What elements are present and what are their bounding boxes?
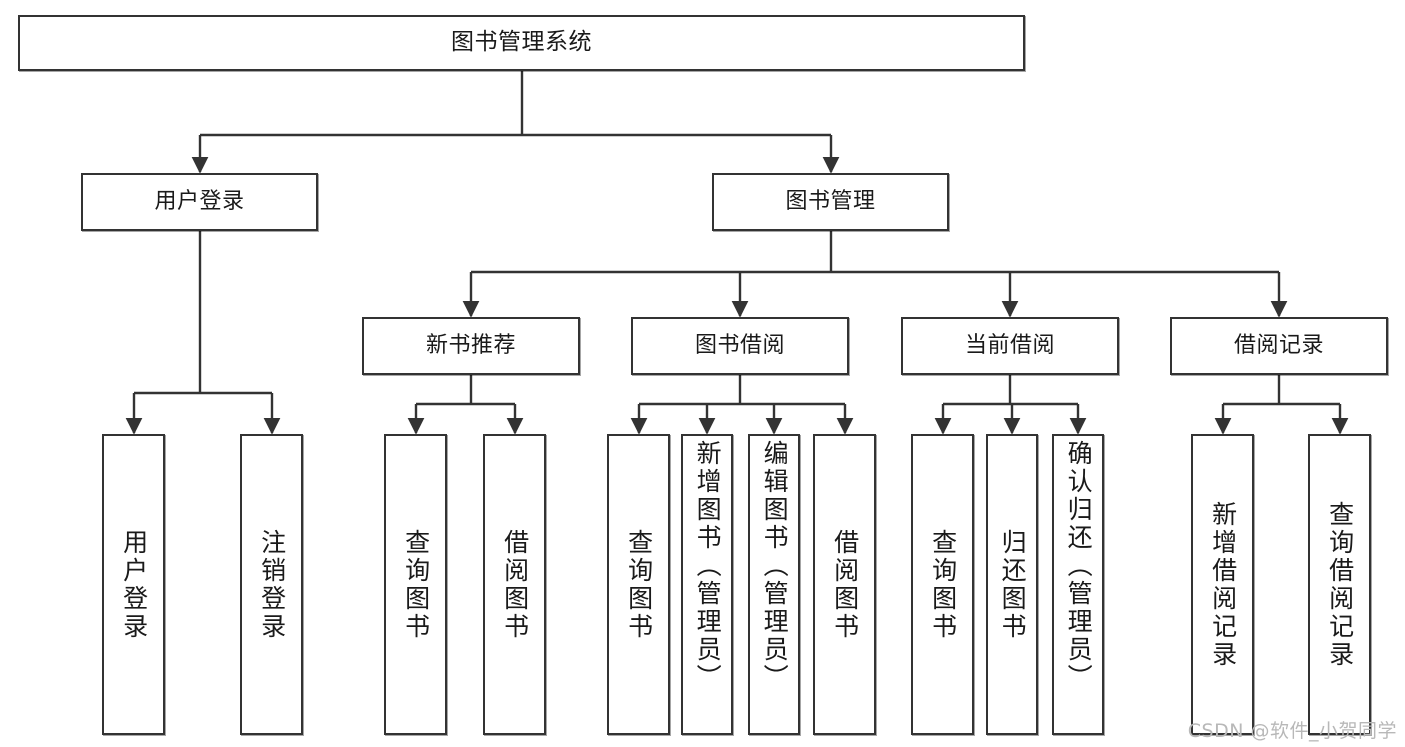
node-bookmgmt[interactable]: 图书管理: [712, 173, 949, 231]
node-leaf-bw-query[interactable]: 查询图书: [607, 434, 670, 735]
node-label: 注销登录: [257, 528, 287, 641]
node-label: 查询图书: [928, 528, 958, 641]
node-label: 新增图书（管理员）: [693, 440, 723, 692]
node-newbook[interactable]: 新书推荐: [362, 317, 580, 375]
node-label: 图书管理系统: [451, 29, 592, 56]
node-label: 新增借阅记录: [1208, 500, 1238, 669]
node-label: 借阅记录: [1233, 333, 1324, 359]
node-label: 确认归还（管理员）: [1064, 440, 1094, 692]
node-label: 借阅图书: [500, 528, 530, 641]
node-label: 用户登录: [154, 189, 245, 215]
node-leaf-user-logout[interactable]: 注销登录: [240, 434, 303, 735]
node-label: 编辑图书（管理员）: [760, 440, 790, 692]
node-current[interactable]: 当前借阅: [901, 317, 1119, 375]
node-label: 图书管理: [785, 189, 876, 215]
node-label: 借阅图书: [830, 528, 860, 641]
node-leaf-bw-add[interactable]: 新增图书（管理员）: [681, 434, 733, 735]
node-label: 查询借阅记录: [1325, 500, 1355, 669]
node-leaf-user-login[interactable]: 用户登录: [102, 434, 165, 735]
node-leaf-cr-confirm[interactable]: 确认归还（管理员）: [1052, 434, 1104, 735]
node-label: 当前借阅: [964, 333, 1055, 359]
node-records[interactable]: 借阅记录: [1170, 317, 1388, 375]
node-login[interactable]: 用户登录: [81, 173, 318, 231]
node-leaf-bw-edit[interactable]: 编辑图书（管理员）: [748, 434, 800, 735]
node-label: 查询图书: [624, 528, 654, 641]
node-leaf-cr-return[interactable]: 归还图书: [986, 434, 1038, 735]
watermark-text: CSDN @软件_小贺同学: [1187, 720, 1397, 742]
node-leaf-rc-add[interactable]: 新增借阅记录: [1191, 434, 1254, 735]
node-leaf-bw-borrow[interactable]: 借阅图书: [813, 434, 876, 735]
node-label: 查询图书: [401, 528, 431, 641]
node-root[interactable]: 图书管理系统: [18, 15, 1025, 71]
node-label: 归还图书: [998, 528, 1028, 641]
node-label: 用户登录: [119, 528, 149, 641]
node-leaf-nb-borrow[interactable]: 借阅图书: [483, 434, 546, 735]
node-leaf-cr-query[interactable]: 查询图书: [911, 434, 974, 735]
node-leaf-nb-query[interactable]: 查询图书: [384, 434, 447, 735]
node-label: 新书推荐: [425, 333, 516, 359]
node-leaf-rc-query[interactable]: 查询借阅记录: [1308, 434, 1371, 735]
node-borrow[interactable]: 图书借阅: [631, 317, 849, 375]
node-label: 图书借阅: [694, 333, 785, 359]
